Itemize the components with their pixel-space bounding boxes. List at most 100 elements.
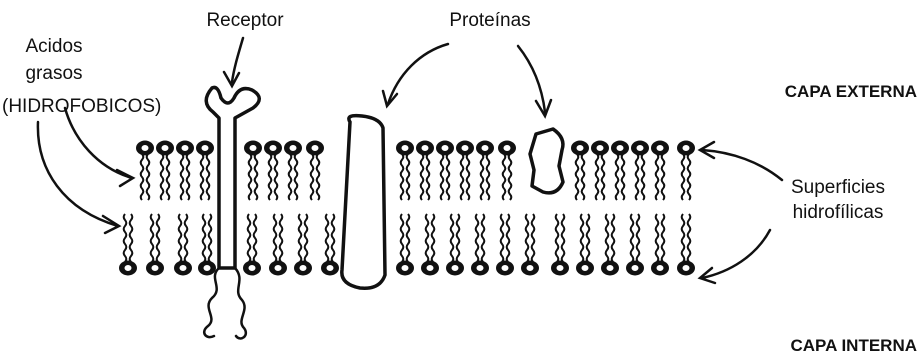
lipid-tail [606, 214, 609, 262]
arrow-receptor [224, 38, 243, 86]
lipid-tail [161, 154, 164, 200]
lipid-head-bottom-core [402, 265, 409, 271]
receptor-label: Receptor [185, 9, 305, 33]
lipid-tail [662, 154, 665, 200]
lipid-head-top-core [202, 145, 209, 151]
lipid-tail [179, 214, 182, 262]
lipid-tail [441, 154, 444, 200]
lipid-tail [509, 154, 512, 200]
lipid-tail [401, 154, 404, 200]
lipid-head-bottom-core [427, 265, 434, 271]
lipid-tail [332, 214, 335, 262]
lipid-head-top-core [402, 145, 409, 151]
lipid-head-bottom-core [657, 265, 664, 271]
lipid-head-top-core [504, 145, 511, 151]
lipid-head-top-core [597, 145, 604, 151]
lipid-head-top-core [290, 145, 297, 151]
lipid-tail [662, 214, 665, 262]
lipid-tail [656, 214, 659, 262]
lipid-tail [311, 154, 314, 200]
lipid-tail [299, 214, 302, 262]
superficies-label-line2: hidrofílicas [768, 201, 908, 225]
lipid-tail [269, 154, 272, 200]
lipid-tail [248, 214, 251, 262]
lipid-tail [157, 214, 160, 262]
lipid-tail [181, 154, 184, 200]
lipid-tail [526, 214, 529, 262]
lipid-tail [421, 154, 424, 200]
lipid-head-top-core [182, 145, 189, 151]
lipid-tail [487, 154, 490, 200]
lipid-tail [576, 154, 579, 200]
lipid-tail [582, 154, 585, 200]
lipid-head-top-core [683, 145, 690, 151]
lipid-head-top-core [462, 145, 469, 151]
lipid-tail [130, 214, 133, 262]
lipid-head-bottom-core [502, 265, 509, 271]
lipid-tail [427, 154, 430, 200]
lipid-tail [656, 154, 659, 200]
superficies-label-line1: Superficies [768, 176, 908, 200]
lipid-tail [209, 214, 212, 262]
lipid-head-top-core [312, 145, 319, 151]
lipid-tail [556, 214, 559, 262]
lipid-head-top-core [637, 145, 644, 151]
capa-interna-label: CAPA INTERNA [790, 334, 917, 354]
phospholipid-bilayer [119, 141, 695, 276]
lipid-tail [612, 214, 615, 262]
lipid-head-top-core [142, 145, 149, 151]
lipid-tail [642, 154, 645, 200]
lipid-head-bottom-core [477, 265, 484, 271]
lipid-tail [249, 154, 252, 200]
lipid-tail [637, 214, 640, 262]
lipid-tail [482, 214, 485, 262]
lipid-head-top-core [250, 145, 257, 151]
receptor-protein [204, 87, 259, 338]
lipid-head-bottom-core [125, 265, 132, 271]
lipid-head-bottom-core [152, 265, 159, 271]
lipid-tail [461, 154, 464, 200]
lipid-tail [401, 214, 404, 262]
lipid-tail [481, 154, 484, 200]
lipid-head-top-core [577, 145, 584, 151]
lipid-head-top-core [270, 145, 277, 151]
lipid-tail [622, 154, 625, 200]
lipid-head-top-core [422, 145, 429, 151]
lipid-head-top-core [657, 145, 664, 151]
lipid-head-bottom-core [452, 265, 459, 271]
lipid-tail [432, 214, 435, 262]
capa-externa-label: CAPA EXTERNA [785, 80, 917, 104]
lipid-tail [207, 154, 210, 200]
lipid-tail [688, 154, 691, 200]
lipid-tail [274, 214, 277, 262]
lipid-head-bottom-core [327, 265, 334, 271]
arrow-superficies-lower [700, 230, 770, 283]
lipid-tail [631, 214, 634, 262]
acidos-label-line3: (HIDROFOBICOS) [2, 95, 161, 119]
lipid-tail [187, 154, 190, 200]
lipid-tail [185, 214, 188, 262]
lipid-tail [562, 214, 565, 262]
lipid-tail [476, 214, 479, 262]
lipid-tail [602, 154, 605, 200]
lipid-tail [688, 214, 691, 262]
lipid-tail [254, 214, 257, 262]
lipid-head-bottom-core [683, 265, 690, 271]
lipid-tail [275, 154, 278, 200]
lipid-tail [507, 214, 510, 262]
lipid-tail [201, 154, 204, 200]
lipid-head-top-core [442, 145, 449, 151]
integral-protein [342, 116, 385, 289]
lipid-head-bottom-core [300, 265, 307, 271]
lipid-tail [682, 154, 685, 200]
receptor-tail-left [204, 268, 219, 337]
lipid-tail [587, 214, 590, 262]
lipid-tail [467, 154, 470, 200]
lipid-tail [581, 214, 584, 262]
lipid-tail [289, 154, 292, 200]
lipid-head-bottom-core [582, 265, 589, 271]
lipid-head-bottom-core [249, 265, 256, 271]
acidos-label-line2: grasos [14, 62, 94, 86]
arrow-proteinas-left [383, 44, 448, 106]
lipid-tail [141, 154, 144, 200]
